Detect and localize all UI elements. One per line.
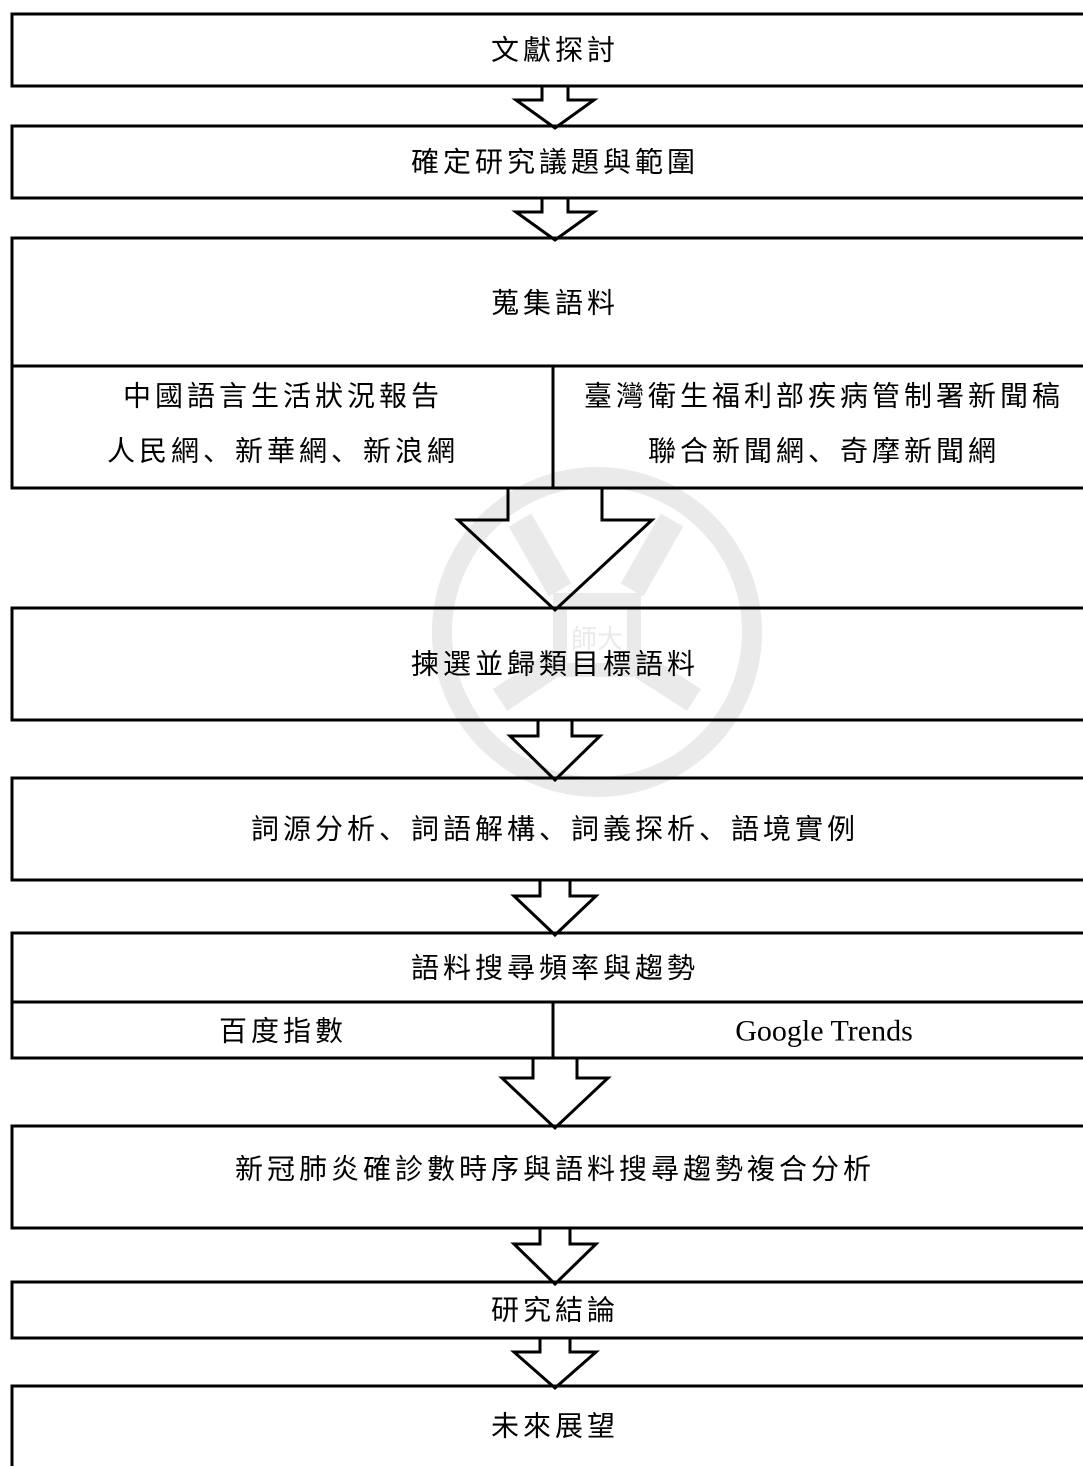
watermark-text: 師大 — [571, 625, 623, 655]
source-label-taiwan-news: 聯合新聞網、奇摩新聞網 — [648, 435, 1000, 468]
step-box-select-classify — [10, 606, 1083, 722]
down-arrow — [510, 880, 600, 938]
source-label-china-report: 中國語言生活狀況報告 — [123, 380, 443, 413]
step-label-conclusion: 研究結論 — [491, 1294, 619, 1327]
step-label-lexical-analysis: 詞源分析、詞語解構、詞義探析、語境實例 — [251, 813, 859, 846]
step-box-collect-corpus — [10, 236, 1083, 490]
down-arrow — [510, 1228, 600, 1287]
university-seal-watermark: 師大 — [432, 467, 762, 797]
source-label-taiwan-cdc: 臺灣衛生福利部疾病管制署新聞稿 — [584, 380, 1064, 413]
step-label-research-scope: 確定研究議題與範圍 — [411, 146, 699, 179]
step-label-search-trends: 語料搜尋頻率與趨勢 — [411, 952, 699, 985]
source-label-china-news: 人民網、新華網、新浪網 — [107, 435, 459, 468]
step-label-composite-analysis: 新冠肺炎確診數時序與語料搜尋趨勢複合分析 — [235, 1153, 875, 1186]
step-box-future-outlook — [10, 1384, 1083, 1466]
down-arrow — [511, 198, 599, 242]
down-arrow — [498, 1058, 612, 1131]
down-arrow — [506, 720, 604, 783]
step-box-composite-analysis — [10, 1124, 1083, 1230]
step-label-select-classify: 揀選並歸類目標語料 — [411, 648, 699, 681]
step-box-conclusion — [10, 1280, 1083, 1340]
step-box-literature-review — [10, 12, 1083, 88]
step-label-future-outlook: 未來展望 — [491, 1410, 619, 1443]
source-label-google-trends: Google Trends — [735, 1015, 913, 1048]
step-label-collect-corpus: 蒐集語料 — [491, 287, 619, 320]
down-arrow-large — [454, 488, 656, 613]
down-arrow — [511, 86, 599, 130]
step-box-research-scope — [10, 124, 1083, 200]
step-label-literature-review: 文獻探討 — [491, 34, 619, 67]
step-box-search-trends — [10, 931, 1083, 1060]
down-arrow — [510, 1338, 600, 1390]
step-box-lexical-analysis — [10, 776, 1083, 882]
source-label-baidu-index: 百度指數 — [219, 1015, 347, 1048]
